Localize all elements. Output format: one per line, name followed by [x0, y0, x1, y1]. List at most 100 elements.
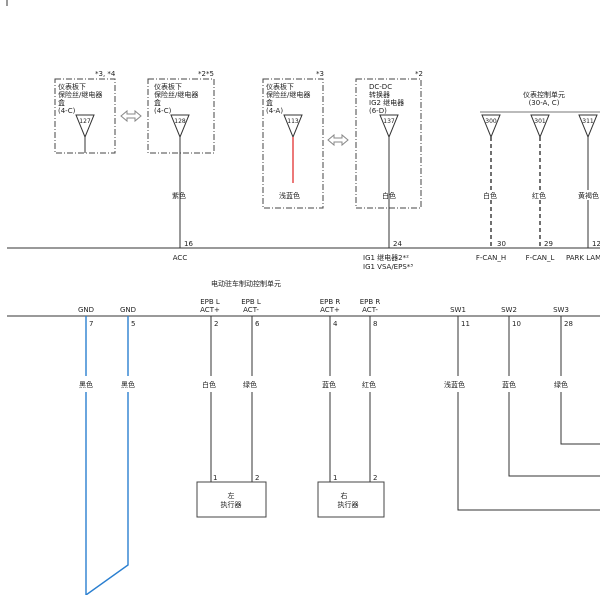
epbr-plus-label1: EPB R	[320, 298, 341, 306]
right-actuator-name2: 执行器	[338, 500, 359, 509]
wire-park-color: 黄褐色	[578, 191, 599, 200]
dcdc-box-line4: (6-D)	[369, 107, 387, 115]
right-actuator-pin2: 2	[373, 474, 377, 482]
label-bg-1	[482, 190, 500, 200]
epb-unit-title: 电动驻车制动控制单元	[211, 279, 281, 288]
pin-fcanh: 30	[497, 240, 506, 248]
wire-fcanh-color: 白色	[483, 191, 497, 200]
fuse-128-pin: 128	[174, 118, 186, 125]
meter-pin-301: 301	[534, 118, 546, 125]
dcdc-137-pin: 137	[383, 118, 395, 125]
wire-sw2	[508, 392, 600, 477]
fuse-box-128-line3: 盒	[154, 98, 161, 107]
dcdc-box-line3: IG2 继电器	[369, 98, 404, 107]
epbl-minus-label1: EPB L	[241, 298, 261, 306]
fuse-127-pin: 127	[79, 118, 91, 125]
left-actuator-pin1: 1	[213, 474, 217, 482]
signal-ig1-a: IG1 继电器2*²	[363, 253, 409, 262]
sw1-color: 浅蓝色	[444, 380, 465, 389]
sw2-color: 蓝色	[502, 380, 516, 389]
fuse-box-128-line4: (4-C)	[154, 107, 172, 115]
epbr-minus-label1: EPB R	[360, 298, 381, 306]
epbl-minus-label2: ACT-	[243, 306, 259, 314]
wire-sw1	[457, 392, 600, 511]
meter-pin-311: 311	[582, 118, 594, 125]
sw1-label: SW1	[450, 306, 466, 314]
signal-fcanl: F-CAN_L	[526, 254, 555, 262]
sw3-pin: 28	[564, 320, 573, 328]
dcdc-box-note: *2	[415, 70, 423, 78]
dcdc-box-line2: 转换器	[369, 90, 390, 99]
dcdc-box-line1: DC-DC	[369, 83, 392, 91]
fuse-box-128-frame	[147, 78, 215, 154]
fuse-113-pin: 113	[287, 118, 299, 125]
meter-control-unit: 仪表控制单元 (30-A, C) 300 301 311	[480, 90, 600, 139]
fuse-113-symbol	[283, 114, 303, 139]
pin-park: 12	[592, 240, 600, 248]
right-actuator-name1: 右	[341, 491, 348, 500]
fuse-box-127-line2: 保险丝/继电器	[58, 90, 102, 99]
sw2-label: SW2	[501, 306, 517, 314]
epbr-minus-color: 红色	[362, 380, 376, 389]
epbr-plus-label2: ACT+	[320, 306, 340, 314]
right-actuator-pin1: 1	[333, 474, 337, 482]
pin-acc: 16	[184, 240, 193, 248]
gnd2-label: GND	[120, 306, 136, 314]
fuse-box-113-frame	[262, 78, 324, 209]
dcdc-137-symbol	[379, 114, 399, 139]
meter-unit-sub: (30-A, C)	[529, 99, 560, 107]
alternative-arrow-2	[327, 133, 349, 147]
wire-sw3	[560, 392, 600, 445]
meter-pin-301-symbol	[530, 114, 550, 139]
left-actuator-name2: 执行器	[221, 500, 242, 509]
fuse-box-127-frame	[54, 78, 116, 154]
wire-purple-color: 紫色	[172, 191, 186, 200]
left-actuator: 1 2 左 执行器	[196, 474, 267, 518]
fuse-box-128: *2*5 仪表板下 保险丝/继电器 盒 (4-C) 128	[147, 70, 215, 154]
pin-ig1: 24	[393, 240, 402, 248]
gnd1-pin: 7	[89, 320, 93, 328]
wire-fcanl-color: 红色	[532, 191, 546, 200]
meter-unit-title: 仪表控制单元	[523, 90, 565, 99]
sw3-color: 绿色	[554, 380, 568, 389]
signal-acc: ACC	[173, 254, 188, 262]
dcdc-box-frame	[355, 78, 422, 209]
epbl-minus-color: 绿色	[243, 380, 257, 389]
signal-ig1-b: IG1 VSA/EPS*³	[363, 263, 413, 271]
epbl-plus-label2: ACT+	[200, 306, 220, 314]
left-actuator-box	[196, 481, 267, 518]
fuse-box-113-line3: 盒	[266, 98, 273, 107]
epbr-minus-pin: 8	[373, 320, 377, 328]
fuse-box-127-line1: 仪表板下	[58, 82, 86, 91]
fuse-box-128-note: *2*5	[198, 70, 214, 78]
sw3-label: SW3	[553, 306, 569, 314]
meter-pin-300: 300	[485, 118, 497, 125]
epbr-minus-label2: ACT-	[362, 306, 378, 314]
sw1-pin: 11	[461, 320, 470, 328]
wire-light-blue-color: 浅蓝色	[279, 191, 300, 200]
fuse-box-127-line4: (4-C)	[58, 107, 76, 115]
epbl-minus-pin: 6	[255, 320, 260, 328]
fuse-box-128-line1: 仪表板下	[154, 82, 182, 91]
signal-fcanh: F-CAN_H	[476, 254, 506, 262]
fuse-128-symbol	[170, 114, 190, 139]
label-bg-3	[577, 190, 600, 200]
epbr-plus-color: 蓝色	[322, 380, 336, 389]
signal-park: PARK LAM	[566, 254, 600, 262]
right-actuator-box	[317, 481, 385, 518]
meter-pin-300-symbol	[481, 114, 501, 139]
fuse-box-127-line3: 盒	[58, 98, 65, 107]
gnd2-color: 黑色	[121, 380, 135, 389]
sw2-pin: 10	[512, 320, 521, 328]
epbl-plus-pin: 2	[214, 320, 218, 328]
wire-gnd2	[85, 392, 129, 595]
left-actuator-name1: 左	[228, 491, 235, 500]
fuse-box-128-line2: 保险丝/继电器	[154, 90, 198, 99]
fuse-127-symbol	[75, 114, 95, 139]
dcdc-box-137: *2 DC-DC 转换器 IG2 继电器 (6-D) 137	[355, 70, 423, 209]
epbl-plus-color: 白色	[202, 380, 216, 389]
fuse-box-113-line2: 保险丝/继电器	[266, 90, 310, 99]
meter-pin-311-symbol	[578, 114, 598, 139]
right-actuator: 1 2 右 执行器	[317, 474, 385, 518]
